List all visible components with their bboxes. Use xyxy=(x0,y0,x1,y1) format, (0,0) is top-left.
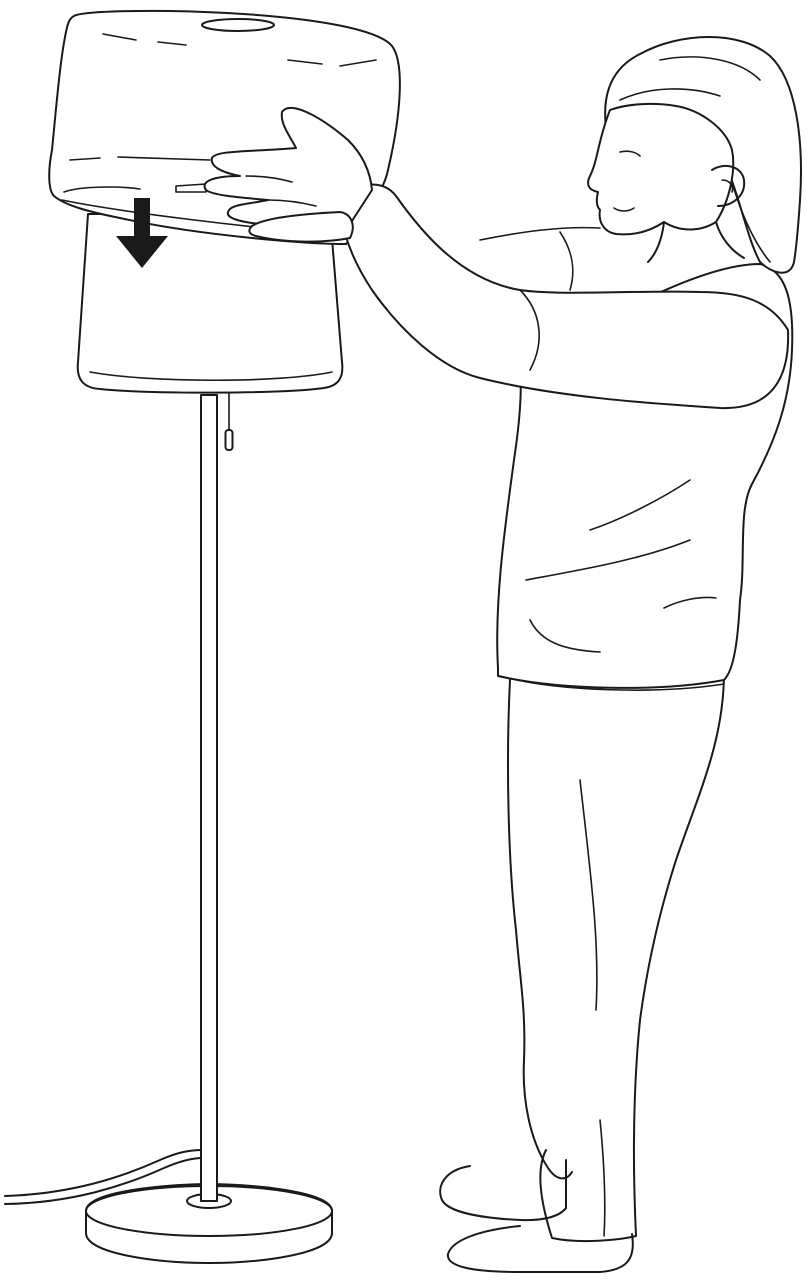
left-arm-sleeve xyxy=(340,184,788,408)
right-leg xyxy=(540,672,724,1241)
face xyxy=(588,104,733,234)
left-leg xyxy=(508,680,572,1178)
right-shoe xyxy=(448,1226,633,1272)
pull-cord xyxy=(226,392,233,450)
left-shoe xyxy=(440,1160,566,1220)
person xyxy=(204,37,800,1272)
lamp-pole xyxy=(201,395,217,1201)
